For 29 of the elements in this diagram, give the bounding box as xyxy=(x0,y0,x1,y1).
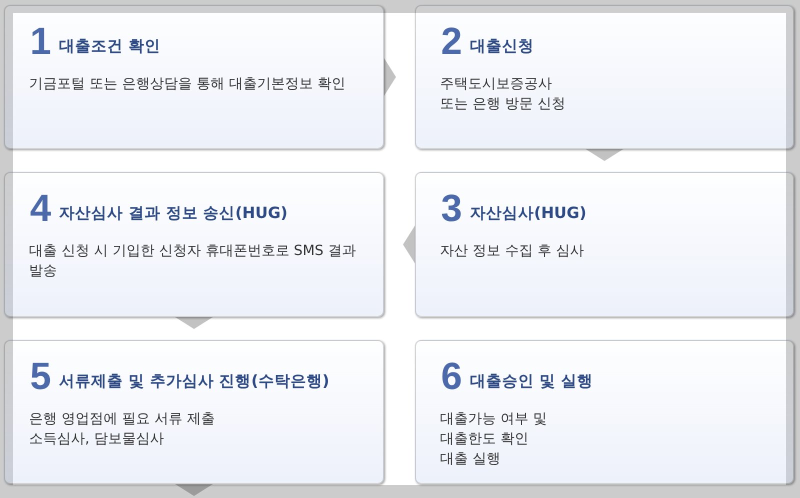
chevron-arrow xyxy=(175,484,213,496)
step-description: 대출 신청 시 기입한 신청자 휴대폰번호로 SMS 결과 발송 xyxy=(29,242,358,281)
step-card xyxy=(415,340,794,484)
step-title: 서류제출 및 추가심사 진행(수탁은행) xyxy=(59,371,330,392)
step-description: 대출가능 여부 및 대출한도 확인 대출 실행 xyxy=(440,410,548,469)
step-card xyxy=(415,172,794,317)
step-number: 6 xyxy=(441,357,462,397)
step-number: 1 xyxy=(30,22,52,62)
chevron-arrow xyxy=(403,226,415,264)
step-title: 대출신청 xyxy=(470,36,534,57)
step-description: 자산 정보 수집 후 심사 xyxy=(440,242,585,261)
step-card xyxy=(4,340,384,484)
step-description: 주택도시보증공사 또는 은행 방문 신청 xyxy=(440,75,566,114)
chevron-arrow xyxy=(384,58,396,96)
step-number: 4 xyxy=(30,189,52,229)
step-title: 자산심사 결과 정보 송신(HUG) xyxy=(59,203,288,224)
step-card xyxy=(415,5,794,149)
chevron-arrow xyxy=(586,149,624,161)
chevron-arrow xyxy=(175,317,213,329)
step-title: 대출조건 확인 xyxy=(59,36,160,57)
step-number: 2 xyxy=(441,22,462,62)
step-description: 기금포털 또는 은행상담을 통해 대출기본정보 확인 xyxy=(29,75,346,94)
step-card xyxy=(4,5,384,149)
step-title: 자산심사(HUG) xyxy=(470,203,586,224)
step-card xyxy=(4,172,384,317)
step-number: 3 xyxy=(441,189,462,229)
step-description: 은행 영업점에 필요 서류 제출 소득심사, 담보물심사 xyxy=(29,410,216,449)
step-title: 대출승인 및 실행 xyxy=(470,371,593,392)
step-number: 5 xyxy=(30,357,52,397)
